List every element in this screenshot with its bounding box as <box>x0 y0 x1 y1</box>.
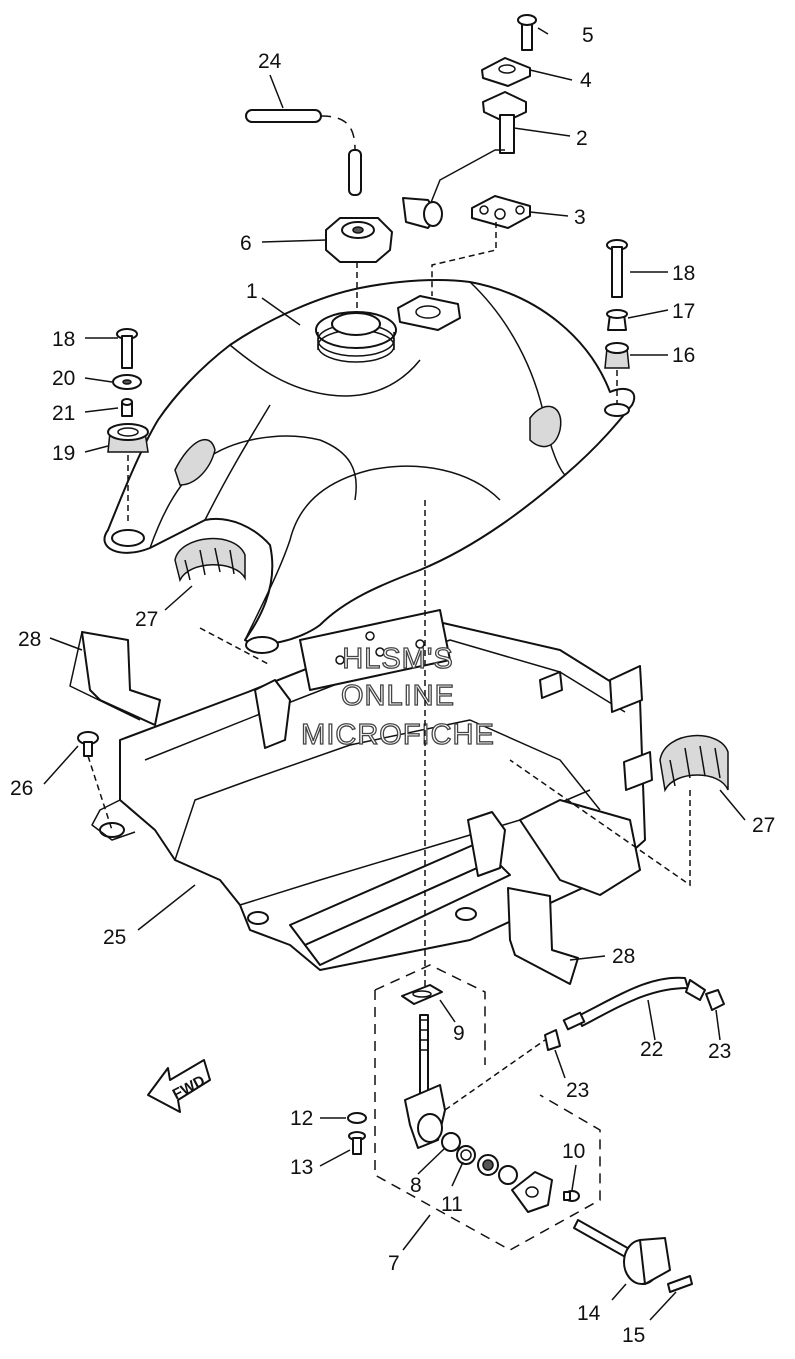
callout-2: 2 <box>576 127 588 150</box>
callout-23-left: 23 <box>566 1079 589 1102</box>
callout-8: 8 <box>410 1174 422 1197</box>
watermark-line1: HLSM'S <box>342 643 453 675</box>
fuel-tank <box>103 279 636 654</box>
callout-7: 7 <box>388 1252 400 1275</box>
callout-28-right: 28 <box>612 945 635 968</box>
callout-24: 24 <box>258 50 282 73</box>
callout-13: 13 <box>290 1156 313 1179</box>
callout-6: 6 <box>240 232 252 255</box>
front-mount-hardware <box>107 328 149 453</box>
callout-23-right: 23 <box>708 1040 731 1063</box>
callout-3: 3 <box>574 206 586 229</box>
filler-cap <box>325 217 393 263</box>
callout-21: 21 <box>52 402 75 425</box>
screw <box>77 731 99 757</box>
watermark: HLSM'S ONLINE MICROFICHE <box>301 642 495 751</box>
callout-26: 26 <box>10 777 33 800</box>
callout-9: 9 <box>453 1022 465 1045</box>
callout-5: 5 <box>582 24 594 47</box>
breather-hose <box>245 109 362 196</box>
fuel-sender-assembly <box>402 14 537 229</box>
fuel-cock-assembly <box>347 964 693 1293</box>
callout-27-right: 27 <box>752 814 775 837</box>
callout-27-left: 27 <box>135 608 158 631</box>
rear-mount-hardware <box>604 239 630 369</box>
callout-16: 16 <box>672 344 695 367</box>
callout-10: 10 <box>562 1140 585 1163</box>
callout-19: 19 <box>52 442 75 465</box>
callout-14: 14 <box>577 1302 601 1325</box>
forward-direction-marker: FWD <box>147 1059 211 1113</box>
damper-rubber <box>174 537 246 583</box>
callout-4: 4 <box>580 69 592 92</box>
assembly-guide-lines <box>87 222 691 1111</box>
fuel-hose <box>544 976 725 1051</box>
callout-1: 1 <box>246 280 258 303</box>
damper-rubber-2 <box>659 734 729 793</box>
callout-15: 15 <box>622 1324 645 1347</box>
callout-labels: 5 4 2 3 24 6 1 18 17 16 18 20 21 19 27 2… <box>10 24 775 1347</box>
watermark-line2: ONLINE <box>341 680 455 712</box>
side-cover-2 <box>507 887 579 985</box>
watermark-line3: MICROFICHE <box>301 719 495 751</box>
callout-18-left: 18 <box>52 328 75 351</box>
callout-20: 20 <box>52 367 75 390</box>
tank-frame-bracket <box>91 609 653 971</box>
callout-leader-lines <box>43 27 746 1321</box>
side-cover <box>69 631 161 726</box>
callout-11: 11 <box>441 1193 463 1216</box>
callout-17: 17 <box>672 300 695 323</box>
callout-12: 12 <box>290 1107 313 1130</box>
callout-28-left: 28 <box>18 628 41 651</box>
callout-18-right: 18 <box>672 262 695 285</box>
callout-22: 22 <box>640 1038 663 1061</box>
callout-25: 25 <box>103 926 126 949</box>
